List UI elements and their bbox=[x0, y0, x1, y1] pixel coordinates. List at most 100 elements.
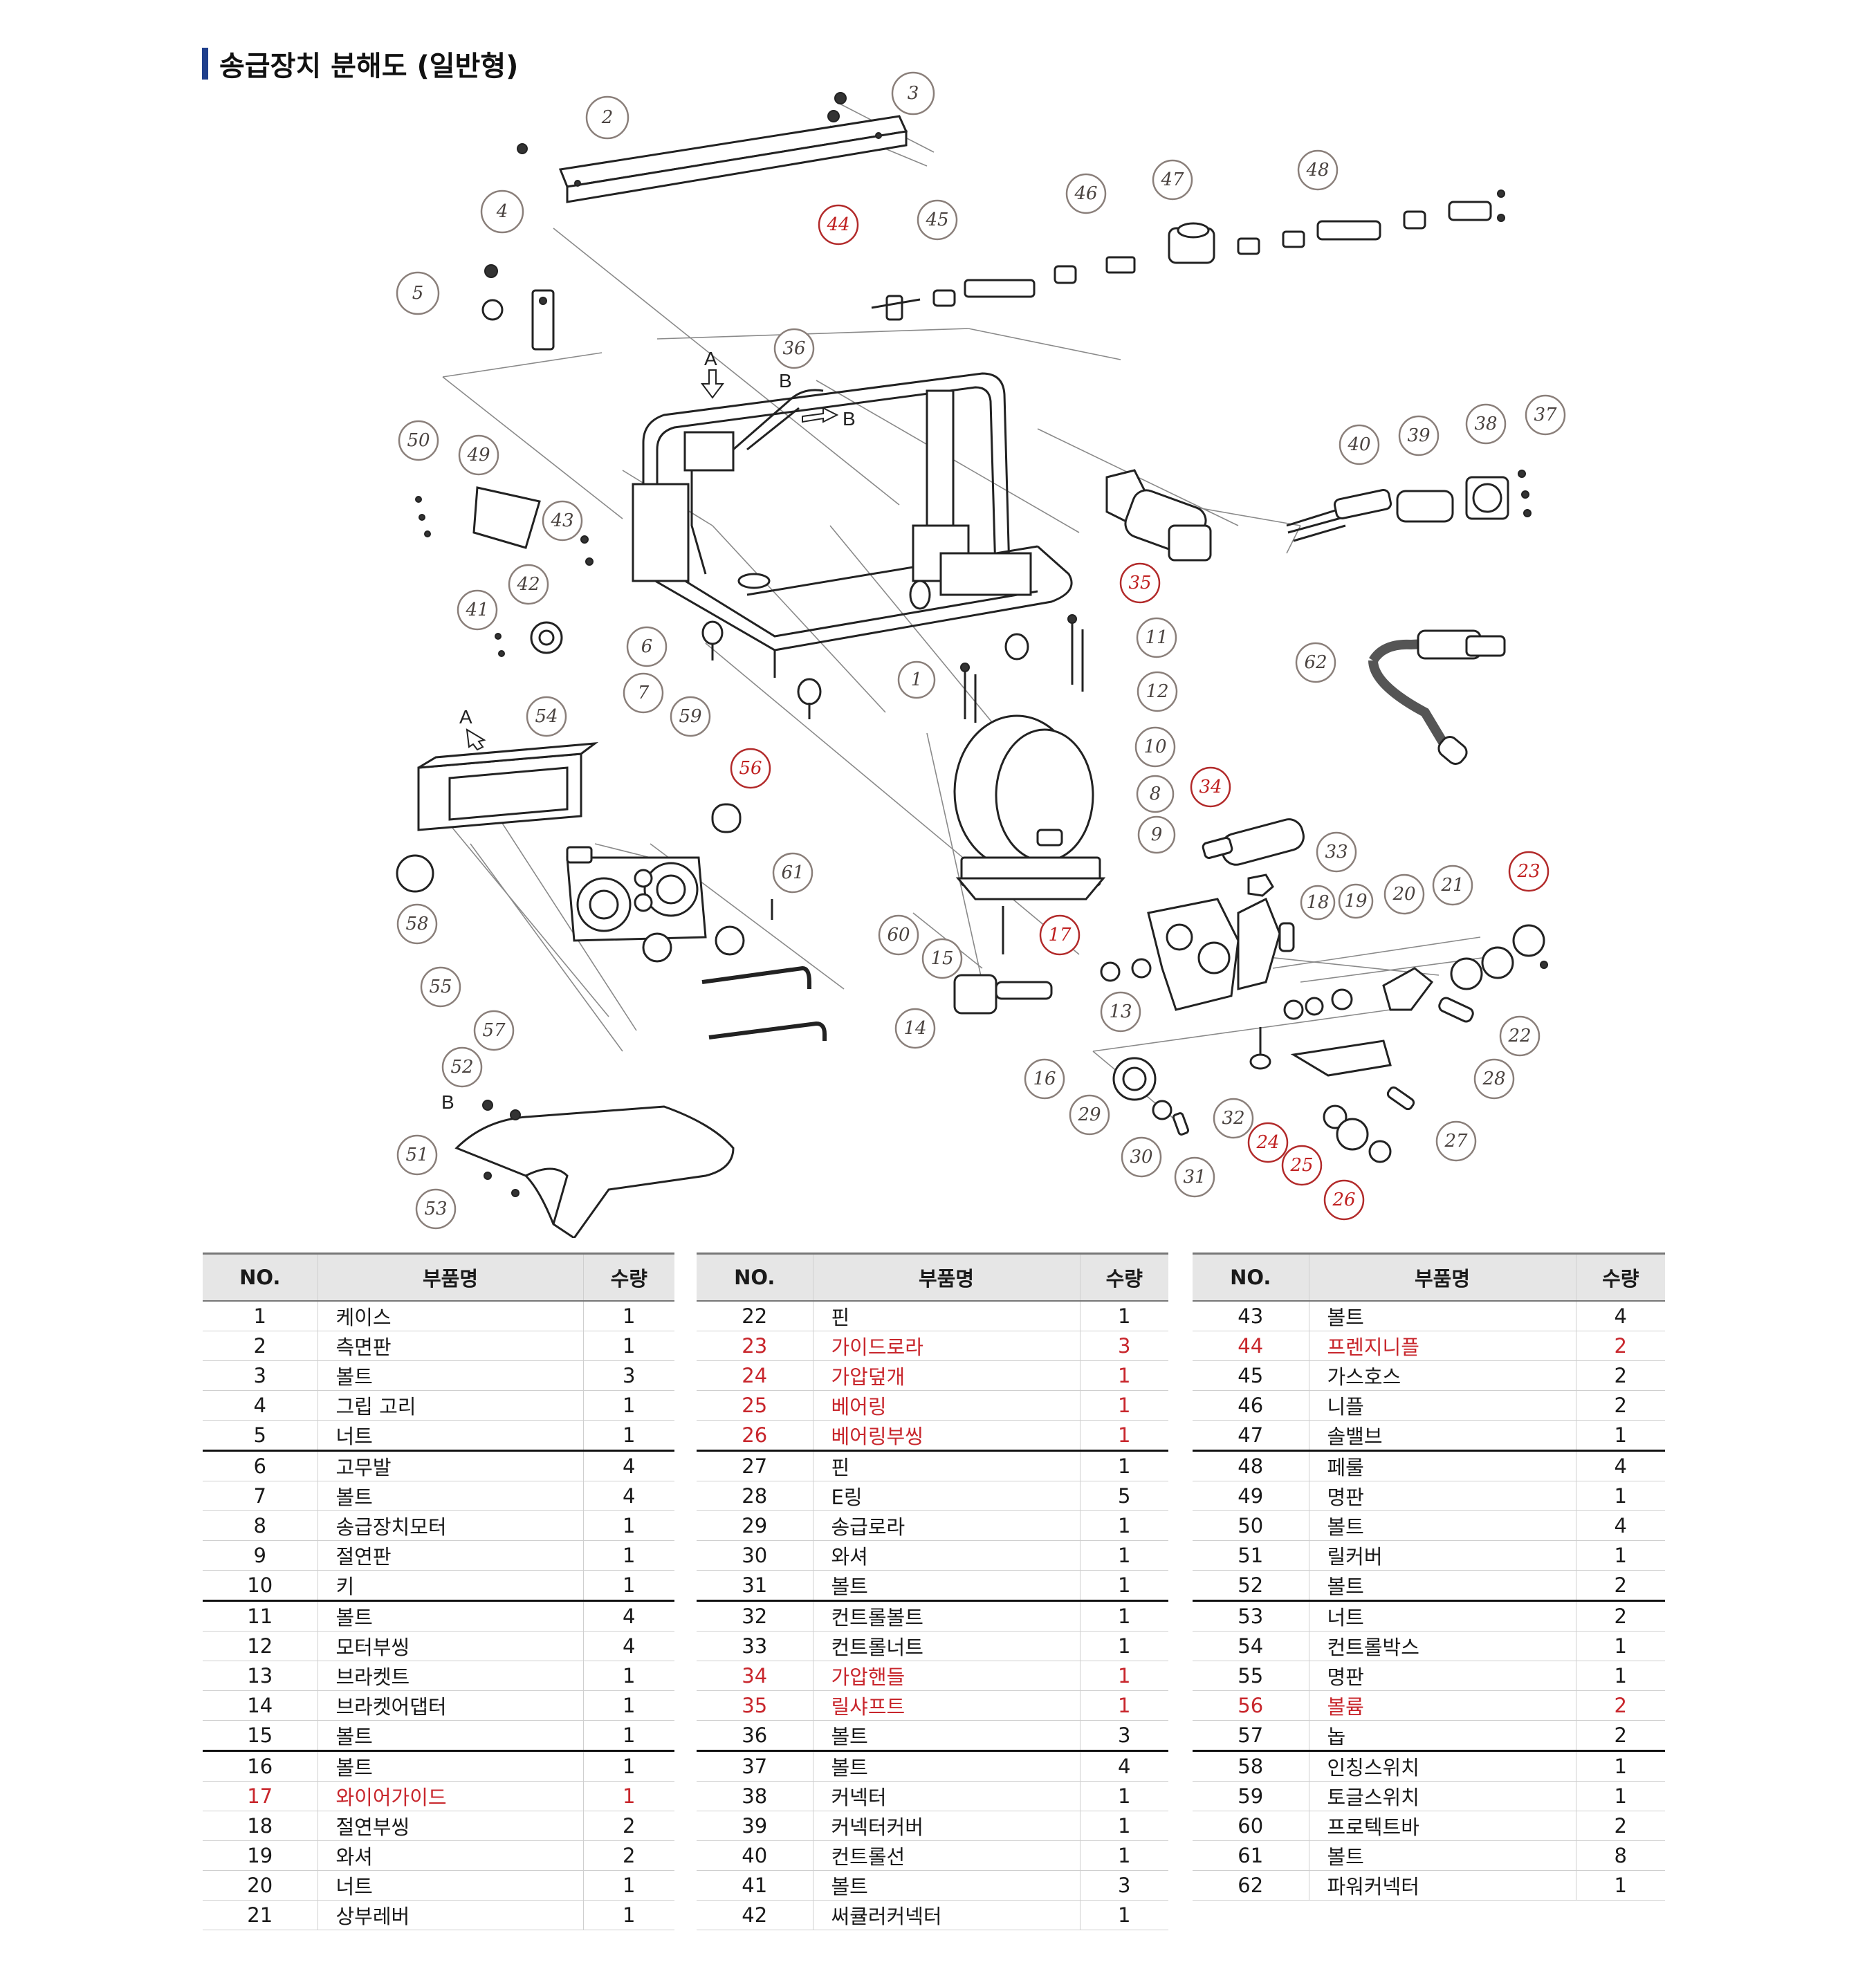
quantity-cell: 1 bbox=[582, 1781, 674, 1811]
header-qty: 수량 bbox=[1575, 1253, 1665, 1302]
part-name-cell: 커넥터커버 bbox=[812, 1811, 1080, 1841]
svg-text:19: 19 bbox=[1344, 891, 1367, 912]
svg-text:48: 48 bbox=[1305, 160, 1329, 181]
part-name-cell: 송급장치모터 bbox=[317, 1510, 583, 1541]
callout-17: 17 bbox=[1039, 914, 1080, 956]
part-number-cell: 37 bbox=[697, 1750, 813, 1782]
svg-text:14: 14 bbox=[903, 1018, 926, 1039]
part-name-cell: 송급로라 bbox=[812, 1510, 1080, 1541]
quantity-cell: 1 bbox=[582, 1870, 674, 1901]
part-name-cell: 핀 bbox=[812, 1450, 1080, 1481]
view-label-b-top: B bbox=[779, 370, 792, 391]
quantity-cell: 1 bbox=[1079, 1301, 1168, 1331]
part-number-cell: 31 bbox=[697, 1570, 813, 1602]
svg-text:41: 41 bbox=[465, 600, 488, 620]
part-name-cell: 와이어가이드 bbox=[317, 1781, 583, 1811]
quantity-cell: 1 bbox=[1575, 1781, 1665, 1811]
view-label-b-cover: B bbox=[441, 1091, 454, 1113]
quantity-cell: 1 bbox=[1079, 1690, 1168, 1721]
part-name-cell: 볼륨 bbox=[1308, 1690, 1576, 1721]
callout-36: 36 bbox=[773, 328, 815, 369]
part-name-cell: 컨트롤볼트 bbox=[812, 1600, 1080, 1632]
quantity-cell: 1 bbox=[1079, 1840, 1168, 1871]
part-number-cell: 61 bbox=[1193, 1840, 1309, 1871]
part-number-cell: 38 bbox=[697, 1781, 813, 1811]
svg-text:50: 50 bbox=[407, 430, 430, 451]
callout-38: 38 bbox=[1465, 403, 1507, 445]
part-number-cell: 24 bbox=[697, 1360, 813, 1391]
svg-text:7: 7 bbox=[638, 683, 650, 703]
part-name-cell: 볼트 bbox=[317, 1750, 583, 1782]
svg-text:60: 60 bbox=[887, 925, 910, 945]
part-number-cell: 50 bbox=[1193, 1510, 1309, 1541]
header-qty: 수량 bbox=[582, 1253, 674, 1302]
part-number-cell: 16 bbox=[203, 1750, 318, 1782]
quantity-cell: 3 bbox=[582, 1360, 674, 1391]
part-number-cell: 6 bbox=[203, 1450, 318, 1481]
callout-31: 31 bbox=[1174, 1156, 1215, 1198]
view-label-a-left: A bbox=[459, 706, 472, 728]
quantity-cell: 2 bbox=[582, 1840, 674, 1871]
part-number-cell: 7 bbox=[203, 1481, 318, 1511]
svg-text:54: 54 bbox=[535, 706, 558, 727]
control-box-part bbox=[396, 742, 827, 1041]
svg-text:43: 43 bbox=[550, 510, 573, 531]
callout-25: 25 bbox=[1281, 1145, 1323, 1186]
quantity-cell: 4 bbox=[582, 1631, 674, 1661]
svg-text:2: 2 bbox=[601, 107, 614, 128]
part-name-cell: 컨트롤선 bbox=[812, 1840, 1080, 1871]
quantity-cell: 1 bbox=[1079, 1570, 1168, 1602]
nameplate-connector-parts bbox=[415, 486, 594, 657]
part-number-cell: 22 bbox=[697, 1301, 813, 1331]
quantity-cell: 1 bbox=[1079, 1600, 1168, 1632]
svg-text:31: 31 bbox=[1183, 1167, 1206, 1187]
quantity-cell: 4 bbox=[1575, 1450, 1665, 1481]
part-name-cell: 키 bbox=[317, 1570, 583, 1602]
svg-text:5: 5 bbox=[412, 283, 424, 304]
quantity-cell: 1 bbox=[1079, 1781, 1168, 1811]
svg-text:46: 46 bbox=[1074, 183, 1097, 204]
svg-text:34: 34 bbox=[1199, 777, 1222, 797]
part-name-cell: 볼트 bbox=[317, 1481, 583, 1511]
callout-46: 46 bbox=[1065, 173, 1107, 214]
part-number-cell: 60 bbox=[1193, 1811, 1309, 1841]
callout-8: 8 bbox=[1136, 775, 1175, 813]
leader-lines bbox=[442, 102, 1509, 1121]
callout-4: 4 bbox=[480, 190, 524, 234]
header-qty: 수량 bbox=[1079, 1253, 1168, 1302]
callout-14: 14 bbox=[894, 1008, 936, 1049]
part-name-cell: 솔밸브 bbox=[1308, 1420, 1576, 1452]
header-part-name: 부품명 bbox=[812, 1253, 1080, 1302]
part-number-cell: 8 bbox=[203, 1510, 318, 1541]
part-number-cell: 26 bbox=[697, 1420, 813, 1452]
quantity-cell: 1 bbox=[1575, 1631, 1665, 1661]
part-number-cell: 55 bbox=[1193, 1661, 1309, 1691]
part-number-cell: 17 bbox=[203, 1781, 318, 1811]
part-number-cell: 10 bbox=[203, 1570, 318, 1602]
part-number-cell: 14 bbox=[203, 1690, 318, 1721]
callout-33: 33 bbox=[1316, 831, 1357, 873]
callout-51: 51 bbox=[396, 1134, 438, 1176]
